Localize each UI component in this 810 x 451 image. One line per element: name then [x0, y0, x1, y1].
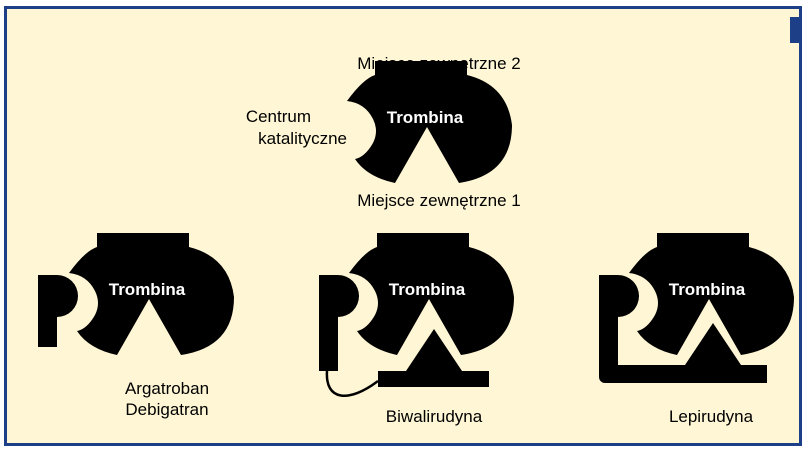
- inhibitor-panel-argatroban: Trombina Argatroban Debigatran: [38, 233, 234, 419]
- inhibitor-label-line2: Debigatran: [125, 400, 208, 419]
- enzyme-label: Trombina: [389, 280, 466, 299]
- inhibitor-panel-biwalirudyna: Trombina Biwalirudyna: [319, 233, 514, 426]
- exosite-2-label: Miejsce zewnętrzne 2: [357, 54, 520, 73]
- exosite-1-label: Miejsce zewnętrzne 1: [357, 191, 520, 210]
- inhibitor-label: Lepirudyna: [669, 407, 754, 426]
- thrombin-diagram: Trombina Miejsce zewnętrzne 2 Centrum ka…: [7, 9, 802, 446]
- inhibitor-label: Biwalirudyna: [386, 407, 483, 426]
- enzyme-label: Trombina: [387, 108, 464, 127]
- inhibitor-panel-lepirudyna: Trombina Lepirudyna: [599, 233, 794, 426]
- enzyme-label: Trombina: [669, 280, 746, 299]
- peptide-linker: [327, 371, 378, 396]
- inhibitor-label-line1: Argatroban: [125, 379, 209, 398]
- catalytic-center-label-line2: katalityczne: [258, 129, 347, 148]
- main-thrombin: Trombina: [347, 61, 512, 183]
- diagram-frame: Trombina Miejsce zewnętrzne 2 Centrum ka…: [4, 6, 802, 446]
- catalytic-center-label-line1: Centrum: [246, 107, 311, 126]
- active-site-binding-part: [319, 275, 359, 371]
- enzyme-label: Trombina: [109, 280, 186, 299]
- direct-inhibitor-shape: [38, 275, 78, 347]
